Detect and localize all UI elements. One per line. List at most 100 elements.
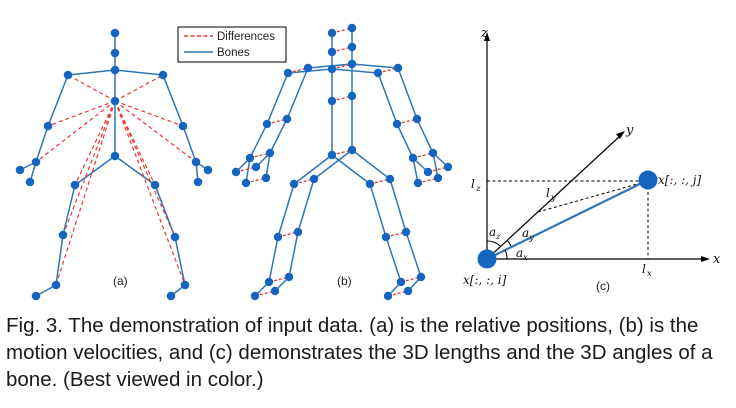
- svg-text:y: y: [528, 233, 534, 243]
- frame-2-joint-hl2: [261, 173, 271, 183]
- skeleton-relative-positions: [15, 28, 213, 301]
- frame-2-joint-sr: [393, 63, 403, 73]
- legend-bones-label: Bones: [217, 47, 250, 59]
- x-axis-arrow: [701, 256, 710, 262]
- frame-1-joint-sc: [327, 64, 337, 74]
- angle-az-arc: [486, 240, 501, 247]
- y-axis-label: y: [625, 123, 634, 138]
- svg-text:z: z: [495, 232, 501, 242]
- joint-er: [178, 121, 188, 131]
- frame-2-joint-hipr: [385, 174, 395, 184]
- frame-2-joint-hip: [347, 145, 357, 155]
- frame-1-joint-hr2: [413, 178, 423, 188]
- joint-kr: [170, 232, 180, 242]
- frame-2-bone-sl-el: [286, 67, 309, 120]
- panel-c-label: (c): [596, 279, 610, 293]
- legend-differences-label: Differences: [217, 31, 275, 43]
- frame-2-joint-kr: [401, 227, 411, 237]
- frame-1-joint-fl: [250, 291, 260, 301]
- joint-hl1: [15, 165, 25, 175]
- difference-line-wl: [35, 100, 116, 163]
- frame-2-joint-fl: [270, 286, 280, 296]
- frame-2-joint-wl: [265, 148, 275, 158]
- difference-line-hipl: [74, 100, 116, 186]
- y-axis-arrow: [616, 131, 625, 139]
- figure-diagram: (a) Differences Bones (b) z x y: [15, 23, 721, 301]
- difference-line-al: [55, 100, 116, 286]
- bone-hip-hipl: [74, 155, 116, 186]
- frame-1-bone-wl-hl2: [245, 157, 251, 184]
- frame-2-joint-spine: [347, 91, 357, 101]
- bone-geometry-diagram: z x y l z l y l x a z a: [463, 26, 721, 287]
- joint-hr2: [193, 177, 203, 187]
- frame-2-bone-hip-hipr: [351, 149, 391, 180]
- joint-el: [43, 121, 53, 131]
- angle-ax-arc: [504, 249, 508, 260]
- frame-1-bone-kr-ar: [385, 236, 402, 283]
- joint-hl2: [25, 177, 35, 187]
- legend-box: [177, 26, 287, 63]
- lx-label: l x: [642, 262, 652, 279]
- frame-1-bone-sc-sr: [331, 68, 379, 74]
- joint-hipl: [70, 180, 80, 190]
- frame-1-joint-hl2: [241, 178, 251, 188]
- svg-text:l: l: [546, 186, 550, 200]
- joint-fr: [166, 291, 176, 301]
- frame-1-joint-head: [327, 28, 337, 38]
- svg-text:a: a: [489, 225, 496, 239]
- frame-2-bone-el-wl: [269, 118, 288, 154]
- y-axis: [486, 135, 621, 260]
- frame-2-bone-kr-ar: [405, 231, 422, 278]
- frame-2-joint-er: [412, 114, 422, 124]
- bone-sl-el: [47, 74, 69, 127]
- ly-projection: [537, 180, 649, 213]
- joint-sl: [63, 70, 73, 80]
- frame-1-joint-sr: [373, 68, 383, 78]
- frame-2-joint-hr1: [443, 162, 453, 172]
- bone-kl-al: [55, 234, 64, 286]
- frame-1-joint-el: [262, 119, 272, 129]
- joint-kl: [58, 230, 68, 240]
- svg-text:a: a: [522, 226, 529, 240]
- joint-head: [110, 28, 120, 38]
- frame-2-bone-hipr-kr: [389, 178, 407, 233]
- joint-hipr: [150, 180, 160, 190]
- frame-2-joint-fr: [403, 286, 413, 296]
- joint-wr: [191, 157, 201, 167]
- frame-1-joint-hl1: [231, 167, 241, 177]
- svg-text:y: y: [550, 193, 556, 203]
- joint-ar: [180, 280, 190, 290]
- frame-2-bone-kl-al: [288, 231, 299, 278]
- frame-1-bone-er-wr: [396, 123, 414, 159]
- frame-1-joint-al: [264, 277, 274, 287]
- frame-1-joint-kr: [381, 232, 391, 242]
- ay-label: a y: [522, 226, 534, 243]
- frame-2-bone-sc-sr: [351, 63, 399, 69]
- svg-text:x: x: [647, 269, 652, 279]
- frame-2-bone-wr-hr2: [432, 152, 439, 179]
- frame-1-joint-spine: [327, 96, 337, 106]
- frame-1-bone-wr-hr2: [412, 157, 419, 184]
- frame-1-joint-er: [392, 119, 402, 129]
- frame-2-joint-al: [284, 272, 294, 282]
- ax-label: a x: [516, 246, 528, 263]
- joint-hr1: [203, 165, 213, 175]
- bone-sr-er: [162, 74, 184, 127]
- svg-text:a: a: [516, 246, 523, 260]
- frame-1-joint-hip: [327, 150, 337, 160]
- panel-a-label: (a): [113, 274, 128, 288]
- frame-1-bone-el-wl: [249, 123, 268, 159]
- joint-spine: [110, 96, 120, 106]
- joint-hip: [110, 151, 120, 161]
- frame-2-joint-sl: [303, 63, 313, 73]
- svg-text:l: l: [471, 177, 475, 191]
- frame-1-bone-sr-er: [377, 72, 398, 125]
- bone-sc-sl: [67, 69, 116, 76]
- joint-neck: [110, 48, 120, 58]
- bone-sc-sr: [114, 69, 164, 76]
- frame-1-bone-sl-el: [266, 72, 289, 125]
- angle-ay-arc: [506, 239, 512, 247]
- frame-1-joint-hr1: [423, 167, 433, 177]
- frame-1-bone-kl-al: [268, 236, 279, 283]
- frame-2-joint-wr: [428, 148, 438, 158]
